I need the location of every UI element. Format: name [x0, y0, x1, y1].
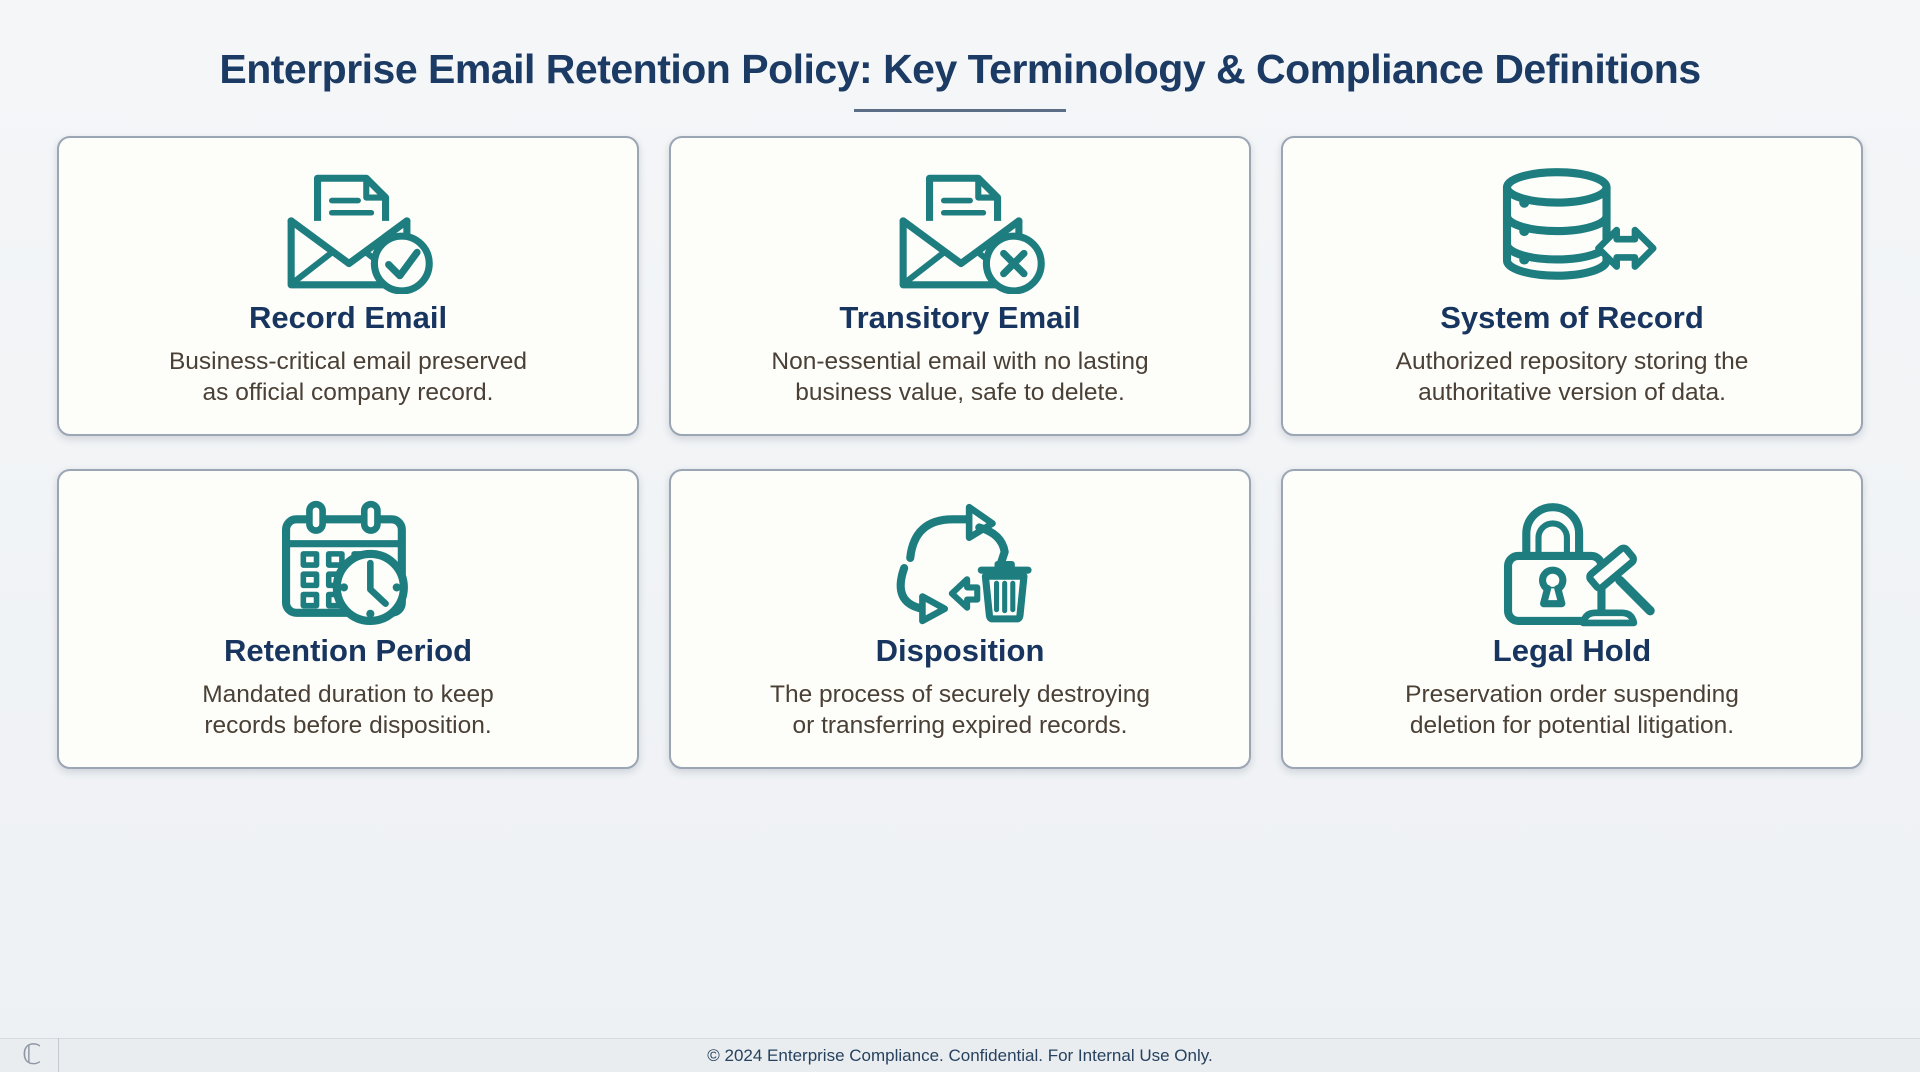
card-description: Non-essential email with no lasting busi…: [771, 348, 1149, 407]
page-title: Enterprise Email Retention Policy: Key T…: [219, 46, 1701, 92]
card-description: Mandated duration to keep records before…: [202, 681, 494, 740]
footer-divider: [58, 1038, 59, 1072]
card-description: Preservation order suspending deletion f…: [1405, 681, 1739, 740]
envelope-document-x-icon: [899, 174, 1045, 294]
term-card-record-email: Record Email Business-critical email pre…: [57, 136, 639, 436]
card-description: Business-critical email preserved as off…: [168, 348, 528, 407]
footer-text: © 2024 Enterprise Compliance. Confidenti…: [707, 1045, 1213, 1065]
card-title: Transitory Email: [839, 300, 1081, 335]
lock-gavel-icon: [1503, 503, 1655, 627]
icon-wrap: [1283, 162, 1861, 294]
recycle-trash-icon: [896, 503, 1032, 625]
term-card-legal-hold: Legal Hold Preservation order suspending…: [1281, 469, 1863, 769]
icon-wrap: [671, 162, 1249, 294]
term-card-transitory-email: Transitory Email Non-essential email wit…: [669, 136, 1251, 436]
database-sync-icon: [1502, 168, 1657, 280]
card-title: Retention Period: [223, 633, 472, 668]
term-card-retention-period: Retention Period Mandated duration to ke…: [57, 469, 639, 769]
term-card-disposition: Disposition The process of securely dest…: [669, 469, 1251, 769]
card-title: Disposition: [875, 633, 1045, 668]
term-card-system-of-record: System of Record Authorized repository s…: [1281, 136, 1863, 436]
icon-wrap: [59, 162, 637, 294]
icon-wrap: [1283, 495, 1861, 627]
header: Enterprise Email Retention Policy: Key T…: [0, 0, 1920, 112]
calendar-clock-icon: [282, 500, 408, 625]
envelope-document-check-icon: [287, 174, 433, 294]
card-description: The process of securely destroying or tr…: [770, 681, 1150, 740]
title-underline: [854, 109, 1066, 112]
icon-wrap: [671, 495, 1249, 627]
footer-bar: ℂ © 2024 Enterprise Compliance. Confiden…: [0, 1038, 1920, 1072]
card-title: System of Record: [1440, 300, 1704, 335]
card-title: Legal Hold: [1492, 633, 1652, 668]
card-title: Record Email: [248, 300, 448, 335]
card-description: Authorized repository storing the author…: [1395, 348, 1749, 407]
company-logo-icon: ℂ: [22, 1038, 42, 1071]
icon-wrap: [59, 495, 637, 627]
terminology-card-grid: Record Email Business-critical email pre…: [57, 136, 1863, 769]
